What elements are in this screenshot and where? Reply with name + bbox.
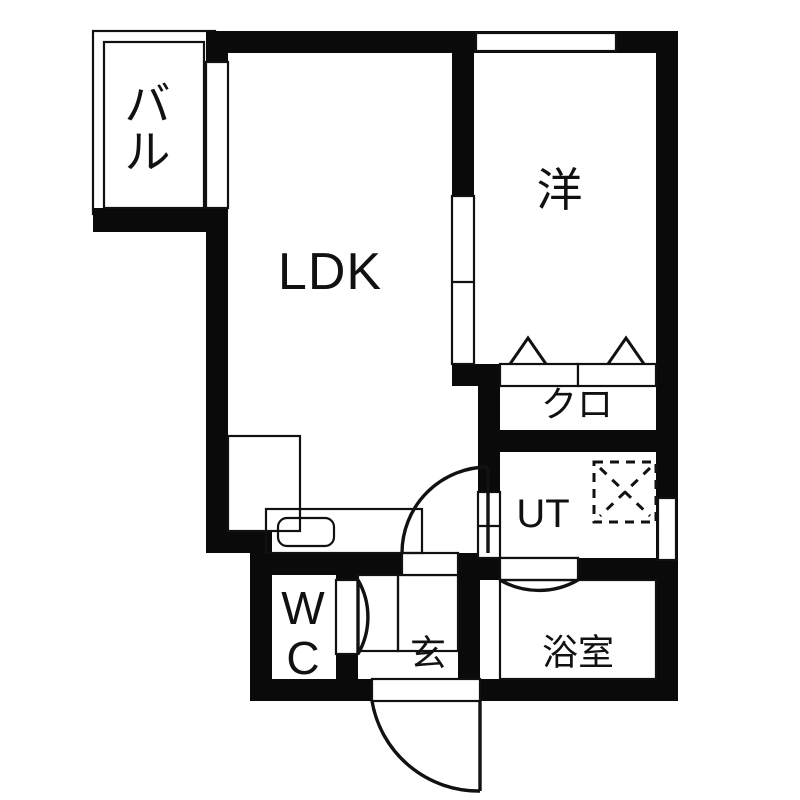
washing-machine-space	[592, 460, 658, 524]
western-room-window[interactable]	[474, 31, 618, 53]
toilet-door-arc	[356, 579, 370, 655]
bathroom-door-arc	[499, 578, 579, 593]
room-label-ldk: LDK	[278, 243, 382, 301]
openings	[102, 31, 678, 793]
western-room-floor	[474, 53, 656, 364]
wall-bottom-right	[480, 679, 678, 701]
room-label-utility: UT	[516, 492, 569, 536]
room-label-entrance: 玄	[410, 633, 446, 674]
wall-closet-ut-divider	[478, 430, 678, 452]
closet-floor	[500, 386, 656, 430]
balcony-railing	[102, 40, 206, 210]
closet-door-right[interactable]	[576, 362, 658, 388]
wall-balcony-bottom	[93, 208, 228, 232]
hall-door-frame[interactable]	[400, 551, 460, 577]
room-label-closet: クロ	[541, 384, 613, 425]
closet-fold-indicator-right	[606, 335, 646, 365]
room-label-western-room: 洋	[537, 164, 584, 216]
toilet-door-leaf[interactable]	[334, 578, 360, 656]
kitchen-counter	[264, 507, 424, 555]
refrigerator-space	[226, 434, 302, 533]
bathroom-door-frame[interactable]	[498, 556, 580, 582]
wc-floor	[272, 575, 336, 679]
kitchen-sink	[276, 516, 336, 548]
room-label-balcony-char-2: ル	[125, 126, 172, 178]
front-door-frame[interactable]	[370, 677, 482, 703]
ldk-to-room-sliding-door[interactable]	[450, 194, 476, 366]
wall-entrance-right	[458, 553, 480, 701]
room-label-balcony-char-1: バ	[125, 78, 172, 130]
ldk-floor	[228, 53, 452, 431]
hall-door-arc	[400, 465, 489, 554]
room-labels: バ ル LDK 洋 クロ UT 浴室 W C 玄	[125, 78, 615, 684]
fixtures	[226, 434, 658, 555]
entrance-floor	[358, 575, 458, 679]
wall-ldk-left-lower	[206, 431, 228, 553]
utility-floor	[500, 452, 656, 558]
utility-window[interactable]	[656, 496, 678, 562]
room-label-toilet-char-2: C	[286, 632, 319, 684]
room-label-toilet-char-1: W	[281, 582, 325, 634]
bath-tub-outline	[498, 578, 658, 681]
room-label-bathroom: 浴室	[542, 632, 614, 673]
room-interiors	[228, 53, 656, 679]
washer-x-stroke-2	[598, 466, 652, 518]
closet-fold-indicator-left	[508, 335, 548, 365]
front-door-arc	[370, 700, 481, 793]
bath-floor	[500, 580, 656, 679]
balcony-sliding-door[interactable]	[204, 60, 230, 210]
